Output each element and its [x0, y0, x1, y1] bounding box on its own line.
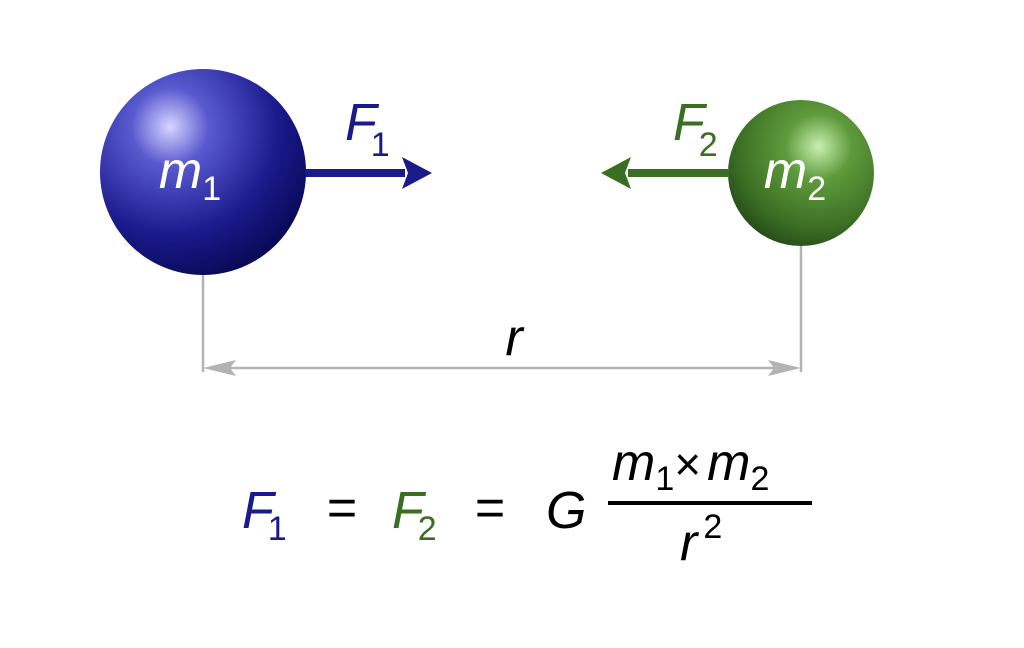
equation-equals-2: =	[475, 479, 505, 537]
distance-arrow	[203, 360, 801, 376]
equation-f1-symbol: F	[242, 482, 277, 540]
force2-label: F2	[673, 94, 718, 164]
force1-arrow	[305, 157, 432, 189]
equation-numerator: m1×m2	[612, 434, 769, 498]
force1-label: F1	[345, 94, 390, 164]
distance-label: r	[505, 309, 525, 367]
numerator-m2-subscript: 2	[750, 460, 769, 498]
mass1-sphere	[100, 69, 306, 275]
equation-f1: F1	[242, 482, 287, 548]
mass1-subscript: 1	[202, 170, 221, 208]
equation-f1-subscript: 1	[268, 510, 287, 548]
force2-arrow	[601, 157, 728, 189]
force2-subscript: 2	[699, 126, 718, 164]
distance-arrowhead-right	[768, 360, 801, 376]
force2-arrowhead	[601, 157, 631, 189]
denominator-symbol: r	[680, 514, 700, 572]
equation-constant: G	[546, 482, 586, 540]
force1-arrowhead	[402, 157, 432, 189]
mass2-symbol: m	[764, 142, 807, 200]
numerator-m2-symbol: m	[707, 434, 750, 492]
equation-f2-subscript: 2	[418, 510, 437, 548]
denominator-superscript: 2	[703, 508, 722, 546]
mass2-sphere	[728, 100, 874, 246]
force1-symbol: F	[345, 94, 380, 152]
force2-symbol: F	[673, 94, 708, 152]
mass1-symbol: m	[159, 142, 202, 200]
mass2-label: m2	[764, 142, 826, 208]
mass1-label: m1	[159, 142, 221, 208]
numerator-m1-symbol: m	[612, 434, 655, 492]
equation-f2-symbol: F	[392, 482, 427, 540]
numerator-times: ×	[674, 438, 701, 490]
mass2-subscript: 2	[807, 170, 826, 208]
equation-f2: F2	[392, 482, 437, 548]
numerator-m1-subscript: 1	[655, 460, 674, 498]
equation-equals-1: =	[327, 479, 357, 537]
distance-arrowhead-left	[203, 360, 236, 376]
force1-subscript: 1	[371, 126, 390, 164]
